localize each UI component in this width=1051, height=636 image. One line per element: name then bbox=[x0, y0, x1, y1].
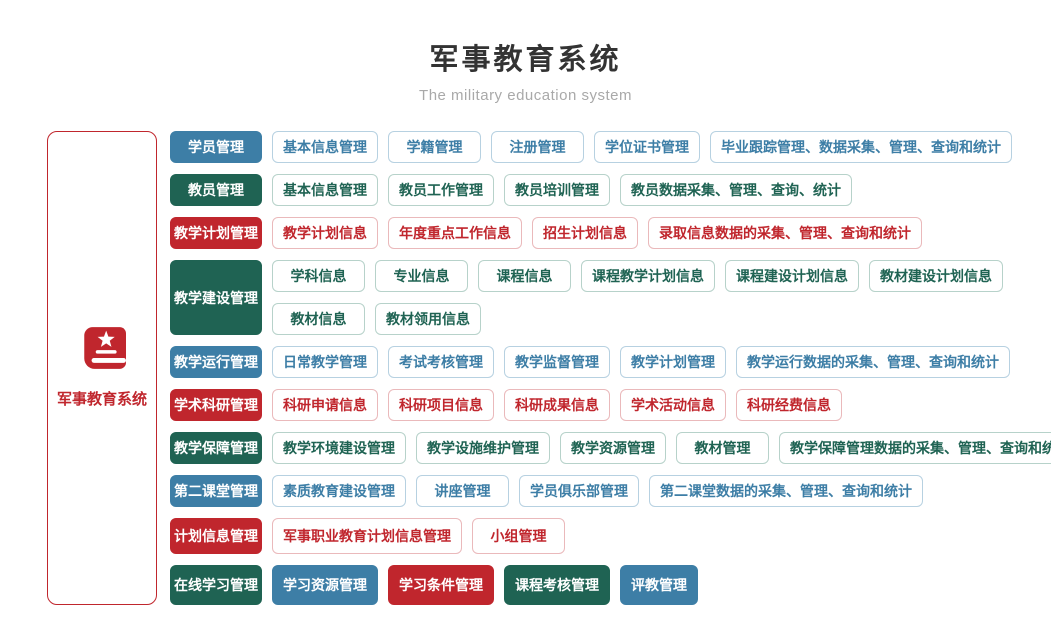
sub-item-line: 军事职业教育计划信息管理小组管理 bbox=[272, 518, 565, 554]
sub-item-button[interactable]: 学员俱乐部管理 bbox=[519, 475, 639, 507]
sub-item-button[interactable]: 教材信息 bbox=[272, 303, 365, 335]
sub-item-lines: 日常教学管理考试考核管理教学监督管理教学计划管理教学运行数据的采集、管理、查询和… bbox=[272, 346, 1010, 378]
category-button[interactable]: 教学建设管理 bbox=[170, 260, 262, 335]
sub-item-button[interactable]: 年度重点工作信息 bbox=[388, 217, 522, 249]
sub-item-line: 素质教育建设管理讲座管理学员俱乐部管理第二课堂数据的采集、管理、查询和统计 bbox=[272, 475, 923, 507]
sub-item-button[interactable]: 课程考核管理 bbox=[504, 565, 610, 605]
module-row: 教员管理基本信息管理教员工作管理教员培训管理教员数据采集、管理、查询、统计 bbox=[170, 174, 1051, 206]
sub-item-lines: 教学环境建设管理教学设施维护管理教学资源管理教材管理教学保障管理数据的采集、管理… bbox=[272, 432, 1051, 464]
module-row: 学术科研管理科研申请信息科研项目信息科研成果信息学术活动信息科研经费信息 bbox=[170, 389, 1051, 421]
sub-item-button[interactable]: 基本信息管理 bbox=[272, 174, 378, 206]
module-row: 教学计划管理教学计划信息年度重点工作信息招生计划信息录取信息数据的采集、管理、查… bbox=[170, 217, 1051, 249]
category-button[interactable]: 学术科研管理 bbox=[170, 389, 262, 421]
sub-item-line: 科研申请信息科研项目信息科研成果信息学术活动信息科研经费信息 bbox=[272, 389, 842, 421]
sub-item-line: 学科信息专业信息课程信息课程教学计划信息课程建设计划信息教材建设计划信息 bbox=[272, 260, 1003, 292]
category-button[interactable]: 计划信息管理 bbox=[170, 518, 262, 554]
sub-item-button[interactable]: 教学保障管理数据的采集、管理、查询和统计 bbox=[779, 432, 1051, 464]
sub-item-button[interactable]: 第二课堂数据的采集、管理、查询和统计 bbox=[649, 475, 923, 507]
page-header: 军事教育系统 The military education system bbox=[0, 0, 1051, 104]
sub-item-line: 基本信息管理教员工作管理教员培训管理教员数据采集、管理、查询、统计 bbox=[272, 174, 852, 206]
category-button[interactable]: 在线学习管理 bbox=[170, 565, 262, 605]
sub-item-button[interactable]: 日常教学管理 bbox=[272, 346, 378, 378]
sub-item-button[interactable]: 评教管理 bbox=[620, 565, 698, 605]
sub-item-button[interactable]: 教员工作管理 bbox=[388, 174, 494, 206]
sub-item-button[interactable]: 学籍管理 bbox=[388, 131, 481, 163]
category-button[interactable]: 教学运行管理 bbox=[170, 346, 262, 378]
sub-item-button[interactable]: 毕业跟踪管理、数据采集、管理、查询和统计 bbox=[710, 131, 1012, 163]
sub-item-button[interactable]: 小组管理 bbox=[472, 518, 565, 554]
sub-item-button[interactable]: 注册管理 bbox=[491, 131, 584, 163]
sub-item-button[interactable]: 科研申请信息 bbox=[272, 389, 378, 421]
sub-item-lines: 军事职业教育计划信息管理小组管理 bbox=[272, 518, 565, 554]
sub-item-button[interactable]: 教员培训管理 bbox=[504, 174, 610, 206]
sub-item-button[interactable]: 教材建设计划信息 bbox=[869, 260, 1003, 292]
sub-item-line: 教学计划信息年度重点工作信息招生计划信息录取信息数据的采集、管理、查询和统计 bbox=[272, 217, 922, 249]
sub-item-button[interactable]: 学习资源管理 bbox=[272, 565, 378, 605]
sub-item-button[interactable]: 学术活动信息 bbox=[620, 389, 726, 421]
system-root-box: 军事教育系统 bbox=[47, 131, 157, 605]
module-row: 教学保障管理教学环境建设管理教学设施维护管理教学资源管理教材管理教学保障管理数据… bbox=[170, 432, 1051, 464]
sub-item-button[interactable]: 课程信息 bbox=[478, 260, 571, 292]
sub-item-button[interactable]: 招生计划信息 bbox=[532, 217, 638, 249]
module-row: 在线学习管理学习资源管理学习条件管理课程考核管理评教管理 bbox=[170, 565, 1051, 605]
module-row: 计划信息管理军事职业教育计划信息管理小组管理 bbox=[170, 518, 1051, 554]
sub-item-button[interactable]: 科研项目信息 bbox=[388, 389, 494, 421]
sub-item-button[interactable]: 课程教学计划信息 bbox=[581, 260, 715, 292]
sub-item-button[interactable]: 教材领用信息 bbox=[375, 303, 481, 335]
sub-item-button[interactable]: 科研经费信息 bbox=[736, 389, 842, 421]
sub-item-line: 日常教学管理考试考核管理教学监督管理教学计划管理教学运行数据的采集、管理、查询和… bbox=[272, 346, 1010, 378]
sub-item-button[interactable]: 学位证书管理 bbox=[594, 131, 700, 163]
sub-item-button[interactable]: 教学运行数据的采集、管理、查询和统计 bbox=[736, 346, 1010, 378]
sub-item-button[interactable]: 教学计划管理 bbox=[620, 346, 726, 378]
sub-item-button[interactable]: 教员数据采集、管理、查询、统计 bbox=[620, 174, 852, 206]
category-button[interactable]: 教学保障管理 bbox=[170, 432, 262, 464]
sub-item-button[interactable]: 课程建设计划信息 bbox=[725, 260, 859, 292]
sub-item-button[interactable]: 教材管理 bbox=[676, 432, 769, 464]
sub-item-button[interactable]: 素质教育建设管理 bbox=[272, 475, 406, 507]
main-area: 军事教育系统 学员管理基本信息管理学籍管理注册管理学位证书管理毕业跟踪管理、数据… bbox=[0, 131, 1051, 605]
sub-item-button[interactable]: 录取信息数据的采集、管理、查询和统计 bbox=[648, 217, 922, 249]
sub-item-button[interactable]: 教学监督管理 bbox=[504, 346, 610, 378]
sub-item-button[interactable]: 科研成果信息 bbox=[504, 389, 610, 421]
sub-item-button[interactable]: 讲座管理 bbox=[416, 475, 509, 507]
sub-item-button[interactable]: 军事职业教育计划信息管理 bbox=[272, 518, 462, 554]
category-button[interactable]: 教学计划管理 bbox=[170, 217, 262, 249]
sub-item-lines: 基本信息管理教员工作管理教员培训管理教员数据采集、管理、查询、统计 bbox=[272, 174, 852, 206]
sub-item-line: 教材信息教材领用信息 bbox=[272, 303, 1003, 335]
book-star-icon bbox=[78, 327, 126, 374]
module-rows: 学员管理基本信息管理学籍管理注册管理学位证书管理毕业跟踪管理、数据采集、管理、查… bbox=[170, 131, 1051, 605]
sub-item-lines: 基本信息管理学籍管理注册管理学位证书管理毕业跟踪管理、数据采集、管理、查询和统计 bbox=[272, 131, 1012, 163]
sub-item-lines: 教学计划信息年度重点工作信息招生计划信息录取信息数据的采集、管理、查询和统计 bbox=[272, 217, 922, 249]
sub-item-line: 学习资源管理学习条件管理课程考核管理评教管理 bbox=[272, 565, 698, 605]
sub-item-lines: 科研申请信息科研项目信息科研成果信息学术活动信息科研经费信息 bbox=[272, 389, 842, 421]
sub-item-button[interactable]: 教学资源管理 bbox=[560, 432, 666, 464]
sub-item-button[interactable]: 教学设施维护管理 bbox=[416, 432, 550, 464]
sub-item-button[interactable]: 教学环境建设管理 bbox=[272, 432, 406, 464]
category-button[interactable]: 第二课堂管理 bbox=[170, 475, 262, 507]
sub-item-button[interactable]: 学习条件管理 bbox=[388, 565, 494, 605]
sub-item-button[interactable]: 教学计划信息 bbox=[272, 217, 378, 249]
module-row: 教学运行管理日常教学管理考试考核管理教学监督管理教学计划管理教学运行数据的采集、… bbox=[170, 346, 1051, 378]
sub-item-button[interactable]: 基本信息管理 bbox=[272, 131, 378, 163]
category-button[interactable]: 教员管理 bbox=[170, 174, 262, 206]
sub-item-lines: 学习资源管理学习条件管理课程考核管理评教管理 bbox=[272, 565, 698, 605]
module-row: 学员管理基本信息管理学籍管理注册管理学位证书管理毕业跟踪管理、数据采集、管理、查… bbox=[170, 131, 1051, 163]
category-button[interactable]: 学员管理 bbox=[170, 131, 262, 163]
system-root-label: 军事教育系统 bbox=[56, 391, 147, 408]
module-row: 教学建设管理学科信息专业信息课程信息课程教学计划信息课程建设计划信息教材建设计划… bbox=[170, 260, 1051, 335]
page-subtitle: The military education system bbox=[419, 87, 632, 104]
sub-item-button[interactable]: 考试考核管理 bbox=[388, 346, 494, 378]
sub-item-lines: 素质教育建设管理讲座管理学员俱乐部管理第二课堂数据的采集、管理、查询和统计 bbox=[272, 475, 923, 507]
page-title: 军事教育系统 bbox=[429, 44, 622, 76]
sub-item-button[interactable]: 学科信息 bbox=[272, 260, 365, 292]
sub-item-line: 教学环境建设管理教学设施维护管理教学资源管理教材管理教学保障管理数据的采集、管理… bbox=[272, 432, 1051, 464]
sub-item-line: 基本信息管理学籍管理注册管理学位证书管理毕业跟踪管理、数据采集、管理、查询和统计 bbox=[272, 131, 1012, 163]
sub-item-lines: 学科信息专业信息课程信息课程教学计划信息课程建设计划信息教材建设计划信息教材信息… bbox=[272, 260, 1003, 335]
sub-item-button[interactable]: 专业信息 bbox=[375, 260, 468, 292]
module-row: 第二课堂管理素质教育建设管理讲座管理学员俱乐部管理第二课堂数据的采集、管理、查询… bbox=[170, 475, 1051, 507]
